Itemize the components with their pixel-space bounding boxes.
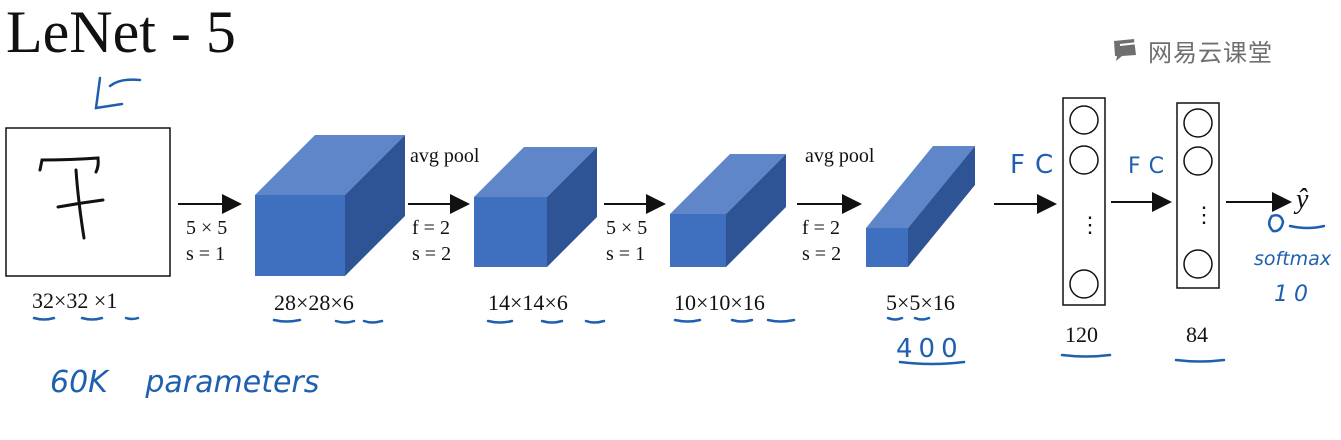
fc2-ellipsis: ⋮: [1193, 202, 1215, 227]
cloud-classroom-logo-icon: [1114, 39, 1141, 61]
handwritten-underlines: [32, 214, 1326, 366]
conv2-stride: s = 1: [606, 243, 646, 265]
fc1-size: 120: [1065, 322, 1098, 347]
handwritten-digit-7: [38, 156, 105, 240]
pool1-filter: f = 2: [412, 217, 450, 239]
handwritten-fc1-label: FC: [1010, 150, 1064, 180]
layer1-dims: 28×28×6: [274, 290, 354, 315]
layer3-dims: 10×10×16: [674, 290, 765, 315]
handwritten-softmax-units: 10: [1274, 282, 1314, 307]
watermark-logo: 网易云课堂: [1112, 34, 1273, 67]
fc1-ellipsis: ⋮: [1079, 212, 1101, 237]
handwritten-fc2-label: FC: [1128, 154, 1173, 179]
volume-10x10x16: [670, 154, 786, 267]
output-symbol: ŷ: [1296, 184, 1309, 215]
output-circle-mark: [1268, 214, 1285, 233]
handwritten-flatten-size: 400: [896, 334, 964, 364]
fc2-size: 84: [1186, 322, 1208, 347]
layer2-dims: 14×14×6: [488, 290, 568, 315]
pool2-filter: f = 2: [802, 217, 840, 239]
pool1-stride: s = 2: [412, 243, 452, 265]
watermark-text: 网易云课堂: [1148, 38, 1273, 67]
fc-layer-84: [1176, 102, 1220, 289]
volume-14x14x6: [474, 147, 597, 267]
conv2-kernel: 5 × 5: [606, 217, 648, 239]
layer4-dims: 5×5×16: [886, 290, 955, 315]
handwritten-pointer-icon: [94, 76, 142, 110]
handwritten-param-count: 60K parameters: [50, 365, 320, 400]
pool2-title: avg pool: [805, 145, 875, 167]
volume-5x5x16: [866, 146, 975, 267]
pool2-stride: s = 2: [802, 243, 842, 265]
volume-28x28x6: [255, 135, 405, 276]
conv1-stride: s = 1: [186, 243, 226, 265]
page-title: LeNet - 5: [6, 0, 236, 65]
conv1-kernel: 5 × 5: [186, 217, 228, 239]
input-dims: 32×32 ×1: [32, 288, 118, 313]
pool1-title: avg pool: [410, 145, 480, 167]
fc-layer-120: [1062, 97, 1106, 306]
handwritten-softmax: softmax: [1254, 248, 1332, 270]
